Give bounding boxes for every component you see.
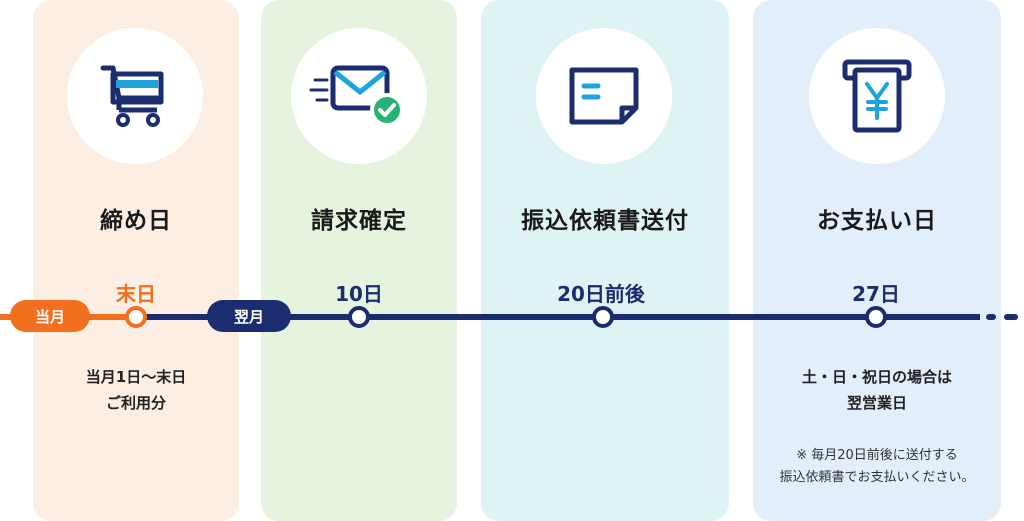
step-date: 末日 <box>116 282 156 306</box>
step-title: 振込依頼書送付 <box>521 208 689 234</box>
note-line: 当月1日〜末日 <box>85 368 187 386</box>
icon-circle-payment <box>809 28 945 164</box>
timeline-dash <box>1004 314 1018 320</box>
timeline-dot-payment <box>865 306 887 328</box>
timeline-dot-closing <box>125 306 147 328</box>
timeline-dash <box>986 314 996 320</box>
footnote-line: 振込依頼書でお支払いください。 <box>779 470 975 485</box>
step-title: 請求確定 <box>311 208 407 234</box>
step-title: 締め日 <box>100 208 172 234</box>
payment-footnote: ※ 毎月20日前後に送付する 振込依頼書でお支払いください。 <box>753 445 1001 489</box>
atm-yen-icon <box>842 59 912 133</box>
next-month-badge: 翌月 <box>207 300 291 332</box>
step-date: 20日前後 <box>557 282 645 306</box>
icon-circle-billing <box>291 28 427 164</box>
icon-circle-closing <box>67 28 203 164</box>
closing-note: 当月1日〜末日 ご利用分 <box>33 364 239 416</box>
step-date: 10日 <box>335 282 383 306</box>
footnote-line: ※ 毎月20日前後に送付する <box>796 448 958 463</box>
shopping-cart-icon <box>100 65 164 127</box>
step-title: お支払い日 <box>817 208 937 234</box>
current-month-badge: 当月 <box>10 300 90 332</box>
step-date: 27日 <box>852 282 900 306</box>
note-line: 土・日・祝日の場合は <box>801 368 952 386</box>
timeline-dot-transfer-form <box>592 306 614 328</box>
email-check-icon <box>309 65 404 127</box>
icon-circle-transfer-form <box>536 28 672 164</box>
timeline-line <box>136 314 980 320</box>
note-line: ご利用分 <box>105 394 166 412</box>
document-card-icon <box>569 67 639 125</box>
note-line: 翌営業日 <box>846 394 907 412</box>
timeline-dot-billing <box>348 306 370 328</box>
payment-note: 土・日・祝日の場合は 翌営業日 <box>753 364 1001 416</box>
